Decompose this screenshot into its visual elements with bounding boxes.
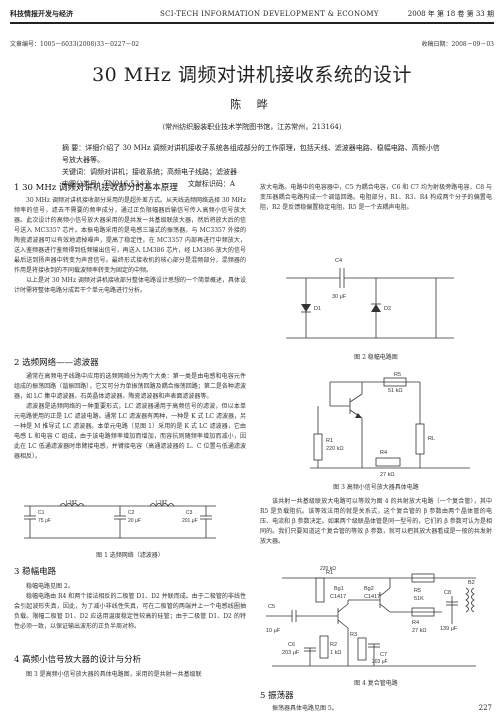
f4-r2-label: R2 [330, 642, 337, 648]
paragraph: 稳幅电路由 R4 和两个接法相反的二极管 D1、D2 并联而成。由于二极管的非线… [14, 593, 246, 630]
figure-1-caption: 图 1 选频网络（滤波器） [96, 552, 164, 559]
figure-1-filter-circuit: L18T L18T C1 75 μF C2 20 μF C3 201 μF [24, 500, 216, 539]
received-date: 收稿日期：2008－09－03 [421, 41, 494, 48]
abstract-summary: 摘 要：详细介绍了 30 MHz 调频对讲机接收子系统各组成部分的工作原理，包括… [62, 144, 440, 164]
paragraph: 振荡器具体电路见图 5。 [272, 705, 338, 712]
rl-label: RL [428, 436, 435, 442]
section-3-body: 稳幅电路见图 2。 稳幅电路由 R4 和两个接法相反的二极管 D1、D2 并联而… [14, 582, 246, 632]
right-column-analysis: 该共射一共基级联放大电路可以等效为图 4 的共射放大电路（一个复合管），其中 R… [260, 497, 492, 547]
figure-2-caption: 图 2 稳幅电路图 [354, 354, 398, 361]
f4-r5-label: R5 [414, 588, 421, 594]
right-column-intro: 放大电路。电路中的电容器中，C5 为耦合电容，C6 和 C7 均为射极旁路电容，… [260, 183, 492, 213]
inductor-1-label: L18T [66, 500, 77, 506]
f4-bg2-label: Bg2 [364, 586, 374, 592]
running-header: 科技情报开发与经济 SCI-TECH INFORMATION DEVELOPME… [10, 8, 494, 20]
affiliation: （常州纺织服装职业技术学院图书馆，江苏常州，213164） [158, 123, 346, 131]
section-1-body: 30 MHz 调频对讲机接收部分采用的是超外差方式。从天线选频网络选择 30 M… [14, 196, 246, 296]
article-number: 文章编号：1005－6033(2008)33－0227－02 [10, 41, 140, 48]
f4-c6-value: 203 μF [282, 650, 300, 656]
d1-label: D1 [314, 306, 321, 312]
c4-value: 30 μF [332, 294, 347, 300]
diode-d2-symbol [371, 304, 381, 312]
journal-name-en: SCI-TECH INFORMATION DEVELOPMENT & ECONO… [160, 10, 379, 18]
author: 陈 晔 [230, 98, 274, 111]
f4-c8-label: C8 [444, 590, 451, 596]
r4-value: 27 kΩ [380, 472, 395, 478]
f4-r4-value: 27 kΩ [412, 628, 427, 634]
c3-label: C3 [186, 510, 193, 516]
abstract-block: 摘 要：详细介绍了 30 MHz 调频对讲机接收子系统各组成部分的工作原理，包括… [62, 142, 442, 190]
figure-2-limiter-circuit: C4 30 μF D1 D2 [286, 258, 454, 339]
c2-value: 20 μF [128, 518, 141, 524]
c4-label: C4 [335, 258, 342, 264]
f4-r3-label: R3 [350, 632, 357, 638]
diode-d1-symbol [301, 304, 311, 312]
f4-c6-label: C6 [288, 642, 295, 648]
figure-3-amplifier-circuit: R5 51 kΩ R1 220 kΩ RL R4 27 kΩ [310, 372, 470, 478]
figure-4-caption: 图 4 复合管电路 [354, 680, 398, 687]
classification-line: 中图分类号：TN916.53+2 文献标识码：A [62, 178, 442, 190]
f4-c5-value: 10 μF [266, 628, 281, 634]
f4-r1-label: R1 [326, 570, 333, 576]
f4-bg1-label: Bg1 [334, 586, 344, 592]
paragraph: 30 MHz 调频对讲机接收部分采用的是超外差方式。从天线选频网络选择 30 M… [14, 197, 246, 274]
c2-label: C2 [128, 510, 135, 516]
paragraph: 该共射一共基级联放大电路可以等效为图 4 的共射放大电路（一个复合管），其中 R… [260, 498, 492, 545]
f4-bg1-model: C1417 [330, 594, 346, 600]
keywords: 关键词：调频对讲机；接收系统；高频电子线路；滤波器 [62, 168, 237, 176]
f4-r4-label: R4 [412, 620, 419, 626]
paragraph: 以上是对 30 MHz 调频对讲机接收部分整体电路设计思想的一个简单概述，具体设… [14, 277, 246, 294]
f4-bg2-model: C1417 [364, 594, 380, 600]
paper-title: 30 MHz 调频对讲机接收系统的设计 [92, 64, 412, 86]
paragraph: 稳幅电路见图 2。 [26, 583, 74, 590]
section-5-body: 振荡器具体电路见图 5。 [260, 704, 492, 714]
r5-value: 51 kΩ [388, 388, 403, 394]
r1-label: R1 [326, 438, 333, 444]
section-5-heading: 5 振荡器 [260, 691, 294, 701]
header-rule [10, 22, 494, 24]
f4-c7-value: 203 μF [372, 659, 388, 665]
issue-info: 2008 年 第 18 卷 第 33 期 [407, 10, 494, 18]
inductor-2-label: L18T [156, 500, 167, 506]
classification-number: 中图分类号：TN916.53+2 [62, 180, 150, 188]
section-4-body: 图 3 是高频小信号放大器的具体电路图，采用的是共射一共基级联 [14, 670, 246, 680]
document-code: 文献标识码：A [187, 180, 235, 188]
f4-r1-value: 220 kΩ [320, 566, 336, 572]
d2-label: D2 [384, 306, 391, 312]
page-number: 227 [478, 704, 492, 712]
f4-c5-label: C5 [268, 604, 275, 610]
paragraph: 图 3 是高频小信号放大器的具体电路图，采用的是共射一共基级联 [26, 671, 202, 678]
c1-value: 75 μF [38, 518, 51, 524]
f4-r5-value: 51K [414, 596, 424, 602]
figure-3-caption: 图 3 高频小信号放大器具体电路 [333, 484, 419, 491]
paragraph: 放大电路。电路中的电容器中，C5 为耦合电容，C6 和 C7 均为射极旁路电容，… [260, 184, 492, 211]
figure-4-composite-transistor-circuit: R1 220 kΩ Bg1 C1417 Bg2 C1417 C5 10 μF C… [266, 566, 476, 667]
c1-label: C1 [38, 510, 45, 516]
section-2-body: 通常在高频电子线路中应用的选频网络分为两个大类：第一类是由电感和电容元件组成的振… [14, 372, 246, 462]
r1-value: 220 kΩ [326, 446, 344, 452]
r5-label: R5 [394, 372, 401, 378]
section-4-heading: 4 高频小信号放大器的设计与分析 [14, 655, 142, 665]
r4-label: R4 [380, 450, 387, 456]
section-3-heading: 3 稳幅电路 [14, 567, 57, 577]
f4-r2-value: 1 kΩ [330, 650, 341, 656]
f4-b2-label: B2 [468, 580, 475, 586]
f4-c8-value: 139 μF [440, 626, 458, 632]
journal-name-cn: 科技情报开发与经济 [10, 9, 73, 18]
section-1-heading: 1 30 MHz 调频对讲机接收部分的基本原理 [14, 183, 178, 193]
section-2-heading: 2 选频网络——滤波器 [14, 358, 99, 368]
paragraph: 通常在高频电子线路中应用的选频网络分为两个大类：第一类是由电感和电容元件组成的振… [14, 373, 246, 400]
c3-value: 201 μF [182, 518, 198, 524]
f4-c7-label: C7 [380, 652, 387, 658]
paragraph: 滤波器是选频网络的一种重要形式，LC 滤波器通用于高频信号的滤波，但以本单元电路… [14, 403, 246, 460]
